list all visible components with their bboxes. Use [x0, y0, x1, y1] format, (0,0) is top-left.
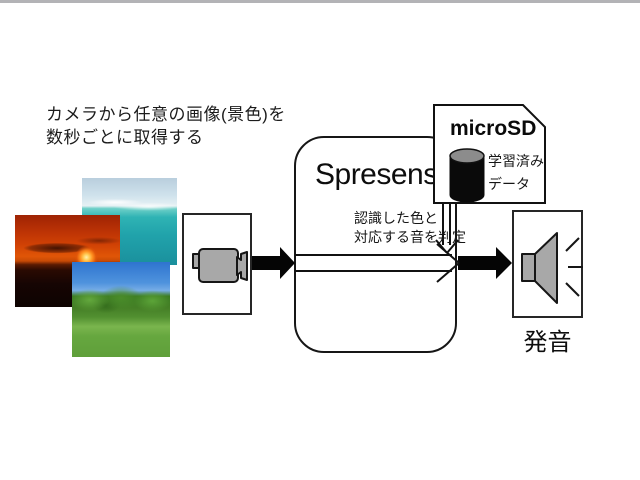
caption-line-1: カメラから任意の画像(景色)を [46, 105, 286, 124]
loudspeaker-icon [521, 232, 583, 304]
speaker-node-box [512, 210, 583, 318]
database-cylinder-icon [449, 148, 485, 203]
microsd-label-line-1: 学習済み [488, 153, 544, 169]
caption-line-2: 数秒ごとに取得する [46, 128, 204, 147]
forest-scene-photo [72, 262, 170, 357]
spresense-note-line-2: 対応する音を判定 [354, 229, 466, 245]
arrow-camera-to-spresense [252, 247, 295, 279]
microsd-card: microSD 学習済み データ [433, 104, 546, 204]
caption-text: カメラから任意の画像(景色)を 数秒ごとに取得する [46, 103, 286, 149]
microsd-data-label: 学習済み データ [488, 150, 544, 196]
spresense-note: 認識した色と 対応する音を判定 [354, 209, 466, 247]
top-border-strip [0, 0, 640, 3]
microsd-label-line-2: データ [488, 176, 530, 192]
video-camera-icon [192, 248, 248, 283]
camera-node-box [182, 213, 252, 315]
spresense-note-line-1: 認識した色と [354, 210, 438, 226]
spresense-title: Spresense [315, 158, 454, 191]
microsd-title: microSD [450, 117, 537, 140]
arrow-spresense-to-speaker [458, 247, 512, 279]
speaker-label: 発音 [523, 329, 572, 356]
